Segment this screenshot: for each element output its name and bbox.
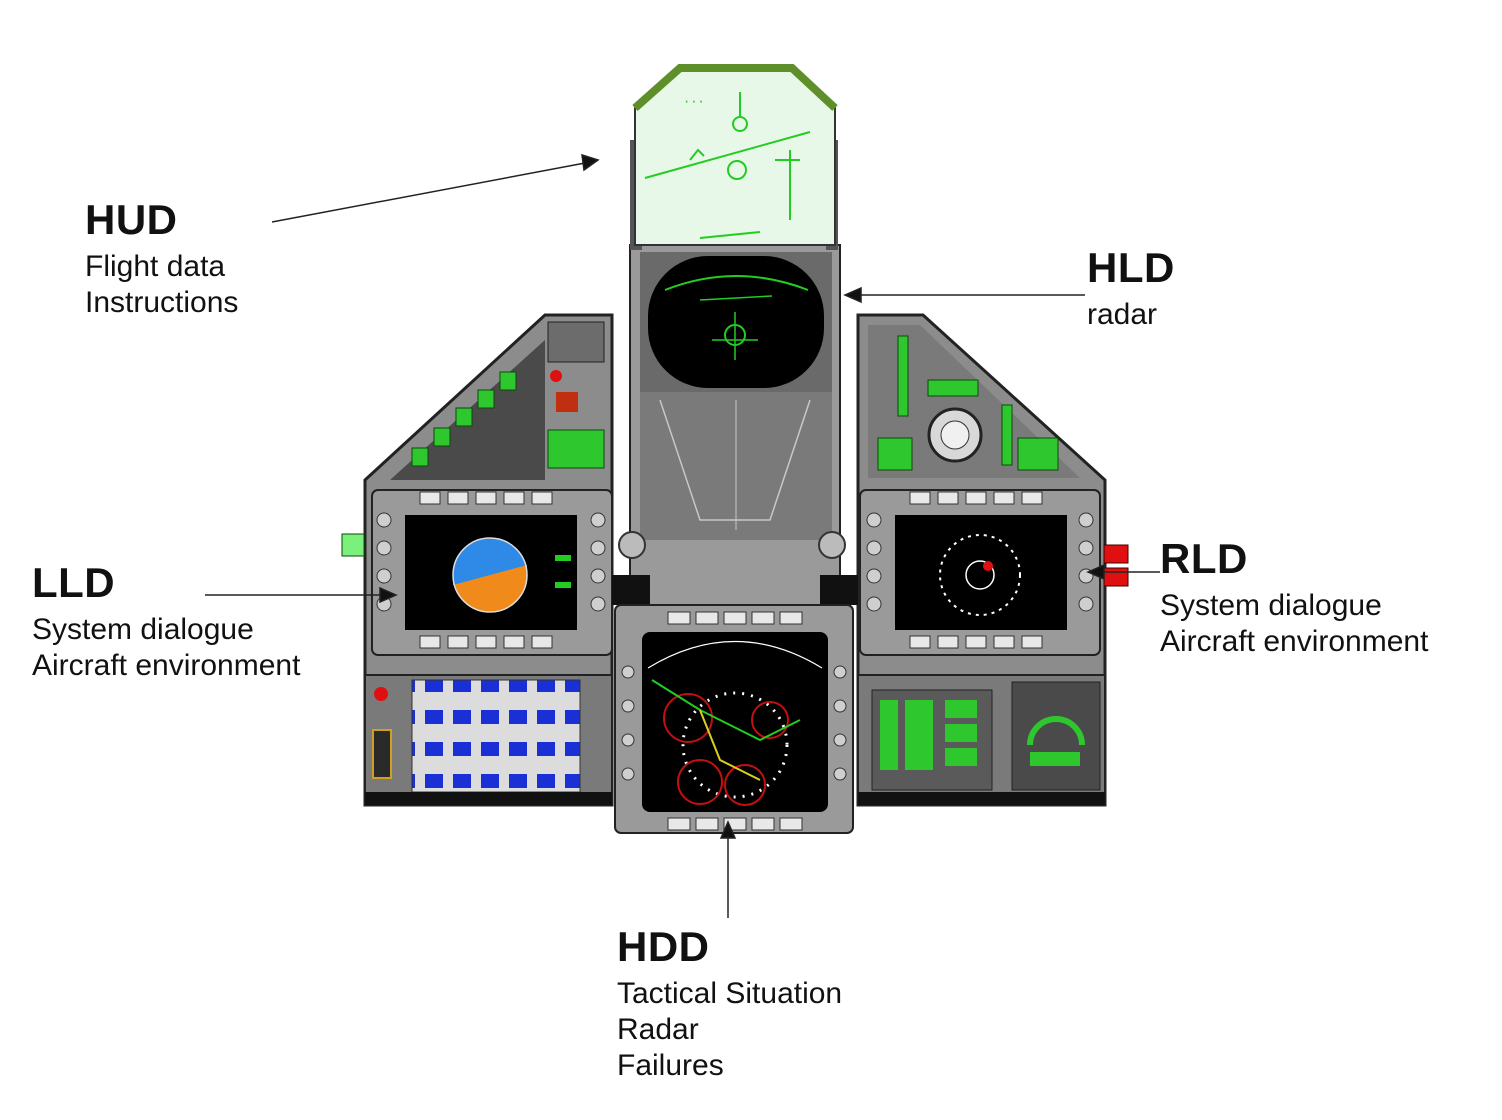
left-panel <box>341 313 614 807</box>
center-column: ··· <box>612 64 858 834</box>
lld-line-2: Aircraft environment <box>32 649 301 683</box>
radar-display-icon <box>648 256 824 388</box>
rld-label: RLD System dialogue Aircraft environment <box>1160 534 1428 660</box>
lld-line-1: System dialogue <box>32 613 254 647</box>
svg-text:···: ··· <box>683 95 705 109</box>
hud-line-2: Instructions <box>85 286 239 320</box>
hud-line-1: Flight data <box>85 250 226 284</box>
hld-label: HLD radar <box>1087 243 1175 333</box>
switch-row <box>411 371 517 467</box>
rld-screen <box>895 515 1067 630</box>
hdd-line-2: Radar <box>617 1013 699 1047</box>
keypad-icon <box>411 679 581 793</box>
warning-lights <box>1103 544 1129 587</box>
leader-lines <box>205 153 1160 918</box>
hld-title: HLD <box>1087 244 1175 291</box>
attitude-ball-icon <box>452 537 528 613</box>
hdd-label: HDD Tactical Situation Radar Failures <box>617 922 842 1084</box>
tactical-display-icon <box>642 632 828 812</box>
lld-label: LLD System dialogue Aircraft environment <box>32 558 300 684</box>
rld-title: RLD <box>1160 535 1248 582</box>
right-panel <box>856 313 1129 807</box>
rld-line-1: System dialogue <box>1160 589 1382 623</box>
hud-icon: ··· <box>630 64 838 250</box>
hld-line-1: radar <box>1087 298 1158 332</box>
hdd-line-3: Failures <box>617 1049 724 1083</box>
hdd-line-1: Tactical Situation <box>617 977 843 1011</box>
hdd-title: HDD <box>617 923 710 970</box>
rld-line-2: Aircraft environment <box>1160 625 1429 659</box>
hud-title: HUD <box>85 196 178 243</box>
hud-label: HUD Flight data Instructions <box>85 195 238 321</box>
lld-title: LLD <box>32 559 116 606</box>
